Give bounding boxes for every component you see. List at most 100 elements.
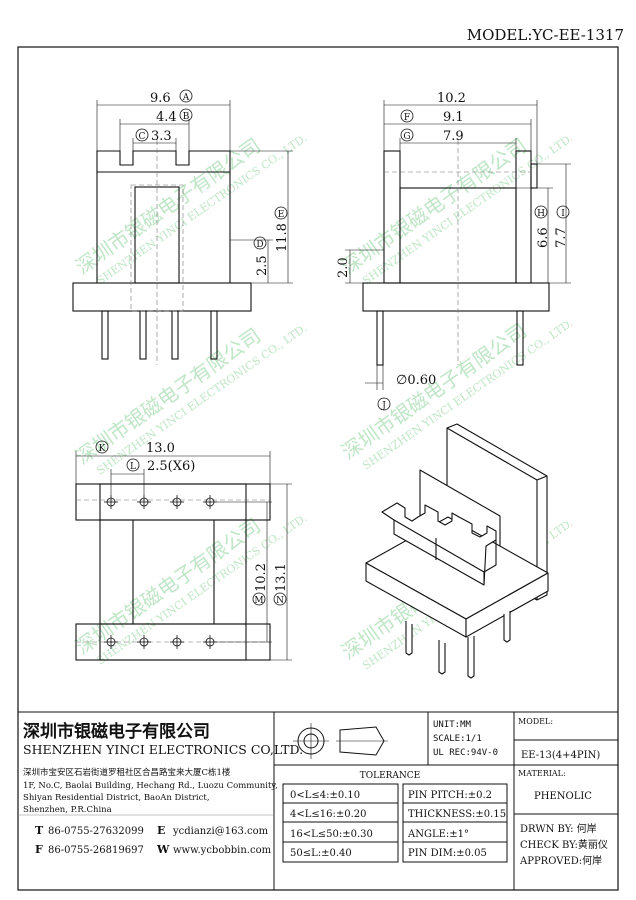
dim-a-label: A — [182, 93, 190, 103]
fax-label: F — [35, 843, 43, 856]
dim-i-label: I — [561, 209, 565, 219]
front-pin — [101, 310, 109, 360]
unit-label: UNIT:MM — [433, 720, 472, 730]
dim-a-value: 9.6 — [150, 91, 171, 106]
dim-f-value: 9.1 — [443, 110, 464, 125]
side-pin — [516, 310, 524, 366]
iso-pin — [467, 636, 475, 679]
front-view — [72, 150, 252, 360]
tolerance-title: TOLERANCE — [360, 771, 421, 781]
dim-e-marker — [274, 206, 288, 220]
company-address-en-1: 1F, No.C, Baolai Building, Hechang Rd., … — [23, 781, 278, 791]
tolerance-row: 16<L≤50:±0.30 — [290, 829, 373, 840]
approved-by: APPROVED:何岸 — [519, 854, 602, 867]
dim-k-marker — [95, 440, 109, 454]
tolerance-row-2: ANGLE:±1° — [407, 829, 469, 840]
tolerance-row: 4<L≤16:±0.20 — [290, 809, 367, 820]
model-value: EE-13(4+4PIN) — [521, 750, 600, 761]
fax-number: 86-0755-26819697 — [48, 845, 144, 856]
watermark-cn: 深圳市银磁电子有限公司 — [337, 318, 531, 464]
dim-n-marker — [273, 592, 287, 606]
dim-i-value: 7.7 — [554, 227, 569, 248]
email-address: ycdianzi@163.com — [172, 826, 269, 837]
dim-top-width: 10.2 — [437, 91, 466, 106]
tolerance-row-2: PIN PITCH:±0.2 — [408, 790, 492, 801]
front-base — [72, 282, 252, 312]
checked-by: CHECK BY:黄丽仪 — [520, 838, 608, 851]
dim-b-label: B — [183, 112, 190, 122]
iso-pin — [438, 640, 446, 675]
tel-number: 86-0755-27632099 — [48, 826, 144, 837]
dim-d-marker — [253, 236, 267, 250]
iso-base-side — [465, 572, 549, 638]
company-address-en-2: Shiyan Residential District, BaoAn Distr… — [23, 793, 210, 803]
material-label: MATERIAL: — [518, 769, 566, 778]
front-hidden-lines — [130, 140, 184, 365]
dim-h-marker — [534, 205, 548, 219]
tolerance-row-2: PIN DIM:±0.05 — [408, 848, 487, 859]
email-label: E — [157, 824, 165, 837]
tolerance-row-2: THICKNESS:±0.15 — [408, 809, 506, 820]
dim-side-height: 2.0 — [336, 257, 351, 278]
web-address: www.ycbobbin.com — [173, 845, 272, 856]
dim-n-value: 13.1 — [274, 563, 289, 592]
dim-m-marker — [252, 592, 266, 606]
company-name-cn: 深圳市银磁电子有限公司 — [23, 721, 210, 742]
dim-i-marker — [556, 205, 570, 219]
side-dimension-lines — [345, 100, 571, 390]
dim-g-label: G — [403, 132, 410, 142]
dim-f-marker — [400, 109, 414, 123]
dim-g-marker — [400, 128, 414, 142]
iso-front-flange — [381, 502, 497, 586]
front-pin — [210, 310, 218, 360]
dim-l-label: L — [130, 462, 136, 472]
dim-c-marker — [135, 128, 149, 142]
dim-b-marker — [179, 108, 193, 122]
model-header: MODEL:YC-EE-1317 — [467, 26, 624, 44]
material-value: PHENOLIC — [534, 791, 592, 802]
dim-c-label: C — [139, 132, 146, 142]
dim-j-marker — [377, 397, 391, 411]
tel-label: T — [35, 824, 44, 837]
side-view — [362, 150, 550, 366]
dim-j-label: J — [381, 401, 386, 411]
side-pin — [376, 310, 384, 366]
web-label: W — [156, 843, 170, 856]
dim-d-value: 2.5 — [255, 255, 270, 276]
scale-label: SCALE:1/1 — [433, 734, 482, 744]
watermark-cn: 深圳市银磁电子有限公司 — [337, 133, 531, 279]
dim-h-value: 6.6 — [536, 227, 551, 248]
title-block-frame — [18, 711, 618, 890]
front-pin — [171, 310, 179, 360]
dim-g-value: 7.9 — [443, 129, 464, 144]
dim-b-value: 4.4 — [156, 110, 177, 125]
dim-k-label: K — [99, 444, 106, 454]
dim-d-label: D — [256, 240, 263, 250]
projection-symbol-icon — [293, 723, 388, 759]
iso-pin — [405, 621, 413, 656]
iso-pin — [503, 611, 511, 643]
dim-h-label: H — [537, 209, 545, 219]
drawn-by: DRWN BY: 何岸 — [520, 822, 597, 835]
dim-j-value: ∅0.60 — [396, 373, 436, 388]
company-name-en: SHENZHEN YINCI ELECTRONICS CO,LTD. — [23, 742, 303, 757]
dim-k-value: 13.0 — [146, 441, 175, 456]
dim-l-marker — [126, 458, 140, 472]
tolerance-row: 50≤L:±0.40 — [290, 848, 352, 859]
dim-m-label: M — [254, 596, 263, 606]
bottom-dimension-lines — [75, 451, 292, 661]
watermark-cn: 深圳市银磁电子有限公司 — [71, 133, 265, 279]
dim-e-value: 11.8 — [275, 223, 290, 252]
dim-c-value: 3.3 — [151, 129, 172, 144]
dim-n-label: N — [276, 596, 284, 606]
watermark-en: SHENZHEN YINCI ELECTRONICS CO., LTD. — [94, 321, 309, 477]
side-hidden-lines — [384, 140, 531, 365]
dim-a-marker — [179, 89, 193, 103]
dim-f-label: F — [404, 113, 410, 123]
dim-e-label: E — [278, 210, 285, 220]
company-address-en-3: Shenzhen, P.R.China — [23, 805, 112, 815]
dim-l-value: 2.5(X6) — [147, 459, 195, 474]
sheet-border — [17, 46, 619, 891]
tolerance-row: 0<L≤4:±0.10 — [290, 790, 360, 801]
front-dimension-lines — [96, 100, 293, 284]
